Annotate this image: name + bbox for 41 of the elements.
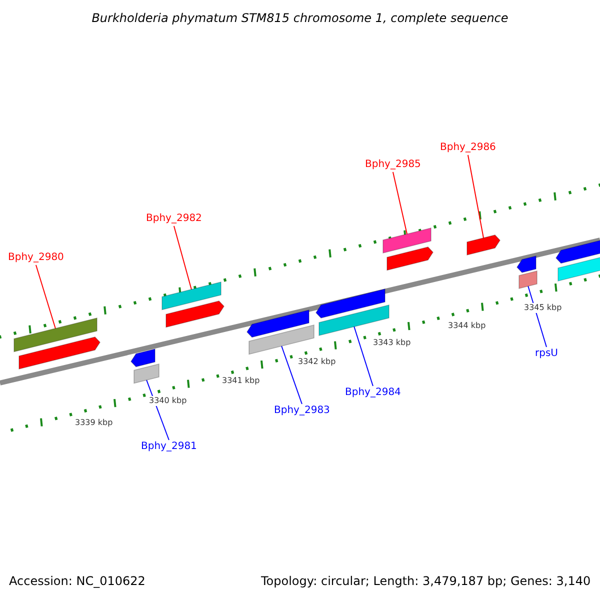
leader-line <box>354 326 374 386</box>
scale-label: 3342 kbp <box>297 357 337 367</box>
gene-label: Bphy_2986 <box>440 142 496 154</box>
scale-label: 3341 kbp <box>221 376 261 386</box>
gene-bar <box>319 304 389 335</box>
gene-label: Bphy_2985 <box>365 159 421 171</box>
gene-bar <box>14 318 97 352</box>
gene-bar <box>162 282 221 310</box>
gene-label: Bphy_2980 <box>8 252 64 264</box>
scale-label: 3339 kbp <box>74 418 114 428</box>
gene-bar <box>383 228 431 253</box>
leader-line <box>173 226 192 290</box>
gene-bar <box>558 256 600 281</box>
gene-feature <box>19 337 100 369</box>
scale-label: 3345 kbp <box>523 303 563 313</box>
gene-feature <box>247 310 309 337</box>
scale-label: 3340 kbp <box>148 396 188 406</box>
scale-label: 3344 kbp <box>447 321 487 331</box>
gene-feature <box>387 246 433 270</box>
title: Burkholderia phymatum STM815 chromosome 1, complete sequence <box>90 11 510 25</box>
scale-label: 3343 kbp <box>372 338 412 348</box>
gene-feature <box>166 300 224 327</box>
gene-feature <box>316 288 385 318</box>
gene-bar <box>134 364 159 383</box>
footer-text: Topology: circular; Length: 3,479,187 bp; Genes: 3,140 <box>261 574 591 588</box>
gene-label: Bphy_2984 <box>345 387 401 399</box>
gene-label: Bphy_2982 <box>146 213 202 225</box>
leader-line <box>35 264 56 330</box>
gene-label: Bphy_2981 <box>141 441 197 453</box>
footer-text: Accession: NC_010622 <box>9 574 146 588</box>
gene-bar <box>249 324 314 354</box>
gene-label: rpsU <box>535 348 558 360</box>
gene-feature <box>556 238 600 263</box>
leader-line <box>281 345 302 404</box>
gene-feature <box>467 235 500 255</box>
gene-feature <box>517 256 536 273</box>
gene-feature <box>131 349 155 367</box>
leader-line <box>467 154 484 238</box>
gene-bar <box>519 270 537 288</box>
leader-line <box>392 172 408 234</box>
gene-label: Bphy_2983 <box>274 405 330 417</box>
